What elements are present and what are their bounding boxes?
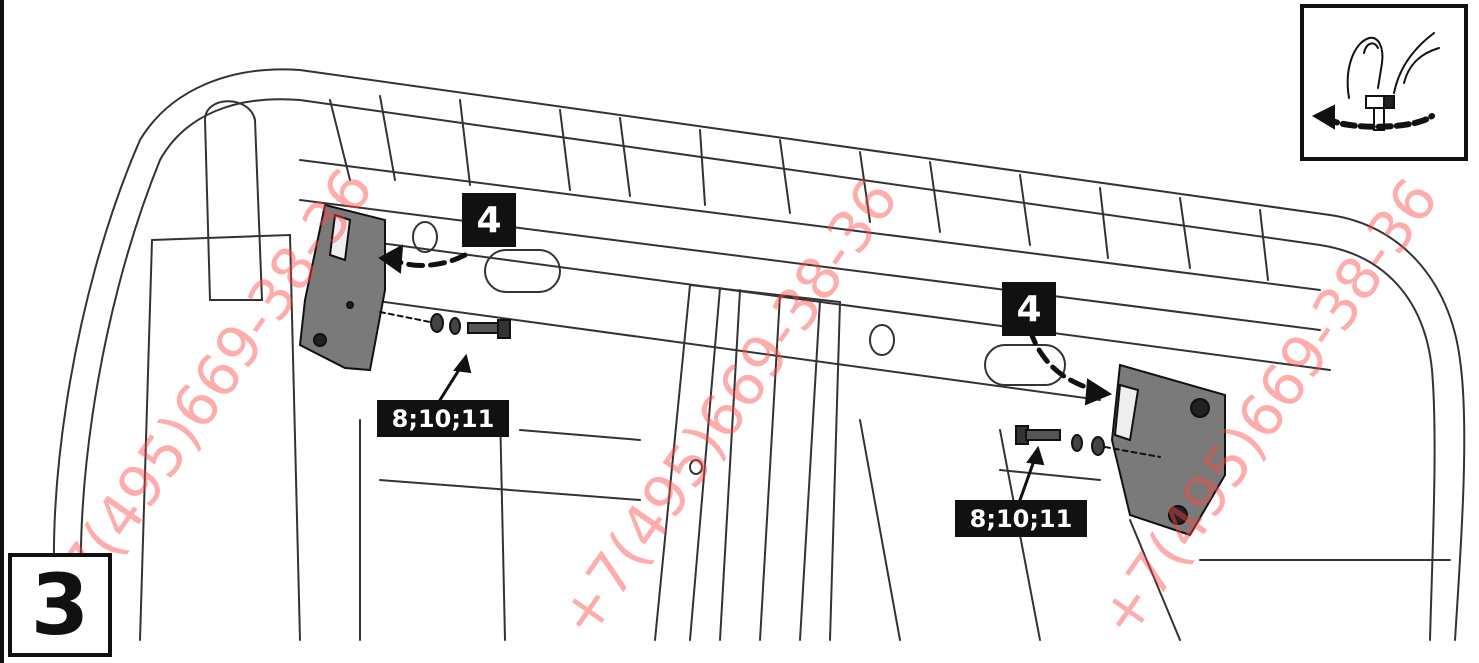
right-step-ref-badge: 4 [1002, 282, 1056, 336]
right-bolt-set [1015, 425, 1161, 458]
step-number-box: 3 [8, 553, 112, 657]
hand-tighten-icon [1300, 4, 1468, 161]
left-parts-label: 8;10;11 [377, 400, 509, 437]
right-parts-label: 8;10;11 [955, 500, 1087, 537]
right-bracket [1110, 363, 1226, 537]
left-bracket [298, 203, 386, 372]
left-bolt-set [379, 311, 511, 339]
left-step-ref-badge: 4 [462, 193, 516, 247]
frame-edge [0, 0, 4, 663]
step-number: 3 [30, 556, 90, 654]
